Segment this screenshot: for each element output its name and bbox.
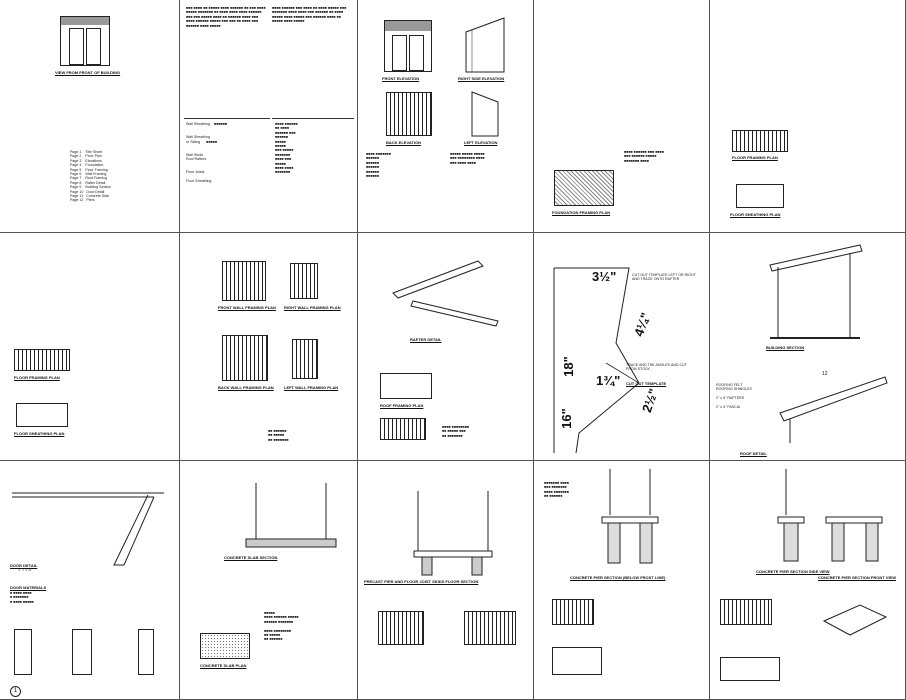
back-wall-drawing [222,335,268,381]
pier-front-view-drawing [825,516,883,562]
sheet-wall-framing: FRONT WALL FRAMING PLAN RIGHT WALL FRAMI… [180,233,358,461]
sheet-floor-framing-1: FLOOR FRAMING PLAN FLOOR SHEATHING PLAN [710,0,906,233]
sheet-number-badge: 1 [10,686,21,697]
right-side-caption: RIGHT SIDE ELEVATION [458,76,505,81]
door-materials-caption: DOOR MATERIALS [10,585,47,590]
pier-section-caption: PRECAST PIER AND FLOOR JOIST SKIDS FLOOR… [364,579,479,584]
sheet-concrete-pier: ■■■■■■■ ■■■■■■■ ■■■■■■■■■■■ ■■■■■■■■■ ■■… [534,461,710,700]
sheet-foundation: FOUNDATION FRAMING PLAN ■■■■ ■■■■■■ ■■■ … [534,0,710,233]
template-note-1: CUT OUT TEMPLATE LEFT OR RIGHT AND TRACE… [632,273,696,282]
pier-section-drawing [413,491,493,576]
sheet-slab: CONCRETE SLAB SECTION CONCRETE SLAB PLAN… [180,461,358,700]
roof-detail-drawing [779,376,888,443]
floor-sheathing-caption: FLOOR SHEATHING PLAN [14,431,65,436]
sheet-front-view: VIEW FROM FRONT OF BUILDING Page 1 Title… [0,0,180,233]
slab-plan-drawing [200,633,250,659]
template-caption: CUT OUT TEMPLATE [626,381,667,386]
door-elevation-2 [72,629,92,675]
foundation-drawing [554,170,614,206]
floor-sheathing-drawing [736,184,784,208]
pier-framing-plan [552,599,594,625]
dim-top: 3½" [592,269,617,284]
notes-text: ■■■ ■■■■ ■■ ■■■■■ ■■■■ ■■■■■■ ■■ ■■■ ■■■… [186,6,266,28]
pier-layout-plan [720,657,780,681]
floor-framing-drawing [14,349,70,371]
sheet-caption: VIEW FROM FRONT OF BUILDING [55,70,121,75]
concrete-pier-drawing [601,469,659,564]
dim-low: 18" [560,356,576,377]
floor-framing-caption: FLOOR FRAMING PLAN [14,375,60,380]
back-elevation-drawing [386,92,432,136]
door-elevation-1 [14,629,32,675]
front-wall-drawing [222,261,266,301]
floor-sheathing-caption: FLOOR SHEATHING PLAN [730,212,781,217]
back-wall-caption: BACK WALL FRAMING PLAN [218,385,274,390]
sheet-door-detail: DOOR DETAIL 1" = 1'-0" DOOR MATERIALS ■ … [0,461,180,700]
slab-section-drawing [245,483,337,548]
dim-bottom: 16" [558,408,574,429]
left-elevation-drawing [471,91,499,137]
front-wall-caption: FRONT WALL FRAMING PLAN [218,305,276,310]
roof-pitch-run: 12 [822,371,828,377]
door-elevation-3 [138,629,154,675]
left-wall-drawing [292,339,318,379]
front-elevation-caption: FRONT ELEVATION [382,76,420,81]
building-front-drawing [60,16,110,66]
side-elevation-drawing [465,17,505,73]
sheet-roof-framing: RAFTER DETAIL ROOF FRAMING PLAN ■■■■ ■■■… [358,233,534,461]
right-wall-drawing [290,263,318,299]
foundation-caption: FOUNDATION FRAMING PLAN [552,210,611,215]
sheet-precast-pier: PRECAST PIER AND FLOOR JOIST SKIDS FLOOR… [358,461,534,700]
door-detail-caption: DOOR DETAIL [10,563,38,568]
rafter-detail-caption: RAFTER DETAIL [410,337,442,342]
sheet-floor-framing-2: FLOOR FRAMING PLAN FLOOR SHEATHING PLAN [0,233,180,461]
slab-section-caption: CONCRETE SLAB SECTION [224,555,278,560]
building-section-caption: BUILDING SECTION [766,345,805,350]
left-elevation-caption: LEFT ELEVATION [464,140,498,145]
floor-framing-caption: FLOOR FRAMING PLAN [732,155,778,160]
slab-plan-caption: CONCRETE SLAB PLAN [200,663,247,668]
pier-side-view-drawing [777,469,805,562]
dim-mid: 1¾" [596,373,621,388]
roof-detail-caption: ROOF DETAIL [740,451,767,456]
rafter-drawing [392,260,484,299]
sheet-pier-views: CONCRETE PIER SECTION SIDE VIEW CONCRETE… [710,461,906,700]
rafter-detail-drawing [410,300,499,327]
front-elevation-drawing [384,20,432,72]
pier-plan-drawing-1 [378,611,424,645]
pier-layout-plan [552,647,602,675]
back-elevation-caption: BACK ELEVATION [386,140,421,145]
sheet-cut-template: 3½" 4¼" 18" 1¾" 2½" 16" CUT OUT TEMPLATE… [534,233,710,461]
pier-plan-drawing-2 [464,611,516,645]
pier-side-caption: CONCRETE PIER SECTION SIDE VIEW [756,569,830,574]
floor-sheathing-drawing [16,403,68,427]
template-drawing [553,267,640,454]
door-detail-drawing [12,492,164,566]
pier-plan-drawing [720,599,772,625]
door-scale: 1" = 1'-0" [18,568,33,572]
floor-framing-drawing [732,130,788,152]
pier-front-caption: CONCRETE PIER SECTION FRONT VIEW [818,575,897,580]
building-section-drawing [769,244,863,339]
right-wall-caption: RIGHT WALL FRAMING PLAN [284,305,341,310]
concrete-pier-caption: CONCRETE PIER SECTION (BELOW FROST LINE) [570,575,666,580]
pier-3d-drawing [822,604,888,636]
template-note-2: TRACE AND THE ANGLES AND CUT FROM STOCK [626,363,687,372]
roof-framing-caption: ROOF FRAMING PLAN [380,403,424,408]
sheet-elevations: FRONT ELEVATION RIGHT SIDE ELEVATION BAC… [358,0,534,233]
left-wall-caption: LEFT WALL FRAMING PLAN [284,385,339,390]
sheet-material-list: ■■■ ■■■■ ■■ ■■■■■ ■■■■ ■■■■■■ ■■ ■■■ ■■■… [180,0,358,233]
roof-plan-drawing [380,373,432,399]
